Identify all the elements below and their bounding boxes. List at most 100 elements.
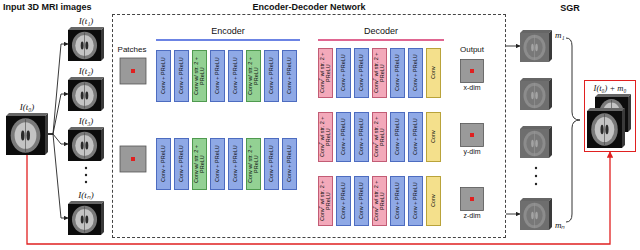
layer-block: Conv w/ str. 2 + PReLU (192, 138, 207, 190)
brain-ventricle (81, 141, 84, 149)
layer-text: Conv w/ str. 2 + PReLU (248, 140, 260, 188)
image-frame (6, 113, 48, 155)
layer-text: Conv + PReLU (287, 52, 293, 100)
patch-square (120, 58, 146, 84)
image-frame (460, 123, 484, 147)
slice-edge (68, 77, 104, 80)
layer-block: Conv + PReLU (390, 176, 405, 226)
ellipsis-dot (85, 174, 87, 176)
layer-text: Conv + PReLU (395, 50, 401, 96)
network-frame: Encoder-Decoder NetworkConv + PReLUConv … (112, 14, 506, 238)
brain-outline (523, 83, 545, 109)
layer-block: Conv + PReLU (210, 138, 225, 190)
bracket (566, 38, 580, 222)
layer-block: Conv w/ str. 2 + PReLU (246, 50, 261, 102)
layer-text: Conv + PReLU (413, 114, 419, 160)
layer-text: Convᵀ w/ str. 2 + PReLU (374, 50, 386, 96)
slice-face (520, 201, 549, 230)
layer-block: Conv + PReLU (264, 138, 279, 190)
patch-image (460, 59, 484, 83)
image-frame (460, 59, 484, 83)
ellipsis-dot (85, 167, 87, 169)
layer-text: Conv + PReLU (395, 178, 401, 224)
layer-block: Conv + PReLU (408, 48, 423, 98)
layer-text: Conv + PReLU (413, 178, 419, 224)
slice-face (520, 81, 549, 110)
patch-square (461, 124, 484, 147)
layer-block: Conv + PReLU (408, 112, 423, 162)
layer-text: Convᵀ w/ str. 2 + PReLU (374, 114, 386, 160)
axis-label: z-dim (463, 211, 480, 220)
layer-text: Conv + PReLU (341, 114, 347, 160)
layer-text: Convᵀ w/ str. 2 + PReLU (320, 178, 332, 224)
layer-block: Convᵀ w/ str. 2 + PReLU (318, 48, 333, 98)
slice-face (520, 129, 549, 158)
layer-block: Conv + PReLU (282, 138, 297, 190)
brain-image (68, 201, 104, 235)
time-label: I(t₂) (79, 66, 94, 77)
brain-image (68, 27, 104, 61)
ellipsis-dot (535, 167, 537, 169)
decoder-underline (318, 39, 444, 41)
brain-midline (84, 132, 85, 158)
layer-text: Conv + PReLU (287, 140, 293, 188)
slice-edge (520, 198, 552, 201)
brain-ventricle (535, 140, 538, 148)
layer-text: Conv + PReLU (395, 114, 401, 160)
brain-midline (534, 83, 535, 107)
layer-block: Conv (426, 176, 441, 226)
mri-volume: I(tₙ) (68, 190, 104, 235)
arrow-connector (48, 134, 68, 144)
brain-midline (84, 82, 85, 108)
slice-edge (628, 94, 631, 132)
layer-block: Convᵀ w/ str. 2 + PReLU (372, 112, 387, 162)
slice-edge (101, 201, 104, 235)
arrow-connector (48, 44, 68, 134)
arrow-connector (48, 134, 68, 218)
image-frame (68, 27, 104, 61)
section-label: Output (452, 44, 492, 55)
difference-images (520, 78, 552, 158)
patch-marker (470, 69, 474, 73)
output-patch: y-dim (460, 123, 484, 156)
time-label: I(tₙ) (78, 190, 94, 201)
brain-image (520, 198, 552, 230)
layer-text: Conv + PReLU (359, 114, 365, 160)
section-label: Encoder (156, 26, 300, 37)
layer-block: Conv + PReLU (156, 50, 171, 102)
brain-ventricle (21, 130, 25, 140)
mri-volume: I(t₃) (68, 116, 104, 161)
section-label: SGR (540, 3, 600, 14)
slice-edge (587, 108, 625, 111)
slice-edge (549, 126, 552, 158)
slice-edge (549, 30, 552, 62)
time-label: I(t₁) (79, 16, 94, 27)
mri-volume: I(t₀) (6, 102, 48, 155)
brain-image (68, 127, 104, 161)
slice-edge (45, 113, 48, 155)
mri-volume: I(t₁) (68, 16, 104, 61)
slice-edge (520, 30, 552, 33)
image-frame (460, 187, 484, 211)
slice-edge (622, 108, 625, 148)
layer-text: Conv + PReLU (161, 52, 167, 100)
patch-image (460, 123, 484, 147)
brain-ventricle (600, 125, 603, 135)
brain-ventricle (81, 215, 84, 223)
result-box: I(t₀) + m₀ (584, 80, 636, 152)
layer-block: Conv + PReLU (156, 138, 171, 190)
brain-ventricle (85, 41, 88, 49)
brain-midline (84, 32, 85, 58)
brain-midline (534, 131, 535, 155)
slice-edge (68, 127, 104, 130)
layer-text: Conv (431, 178, 437, 224)
layer-text: Conv + PReLU (161, 140, 167, 188)
brain-midline (25, 119, 26, 152)
layer-text: Conv + PReLU (179, 140, 185, 188)
layer-text: Conv (431, 50, 437, 96)
slice-edge (549, 198, 552, 230)
layer-text: Conv + PReLU (359, 178, 365, 224)
layer-text: Conv w/ str. 2 + PReLU (248, 52, 260, 100)
layer-text: Conv + PReLU (341, 50, 347, 96)
